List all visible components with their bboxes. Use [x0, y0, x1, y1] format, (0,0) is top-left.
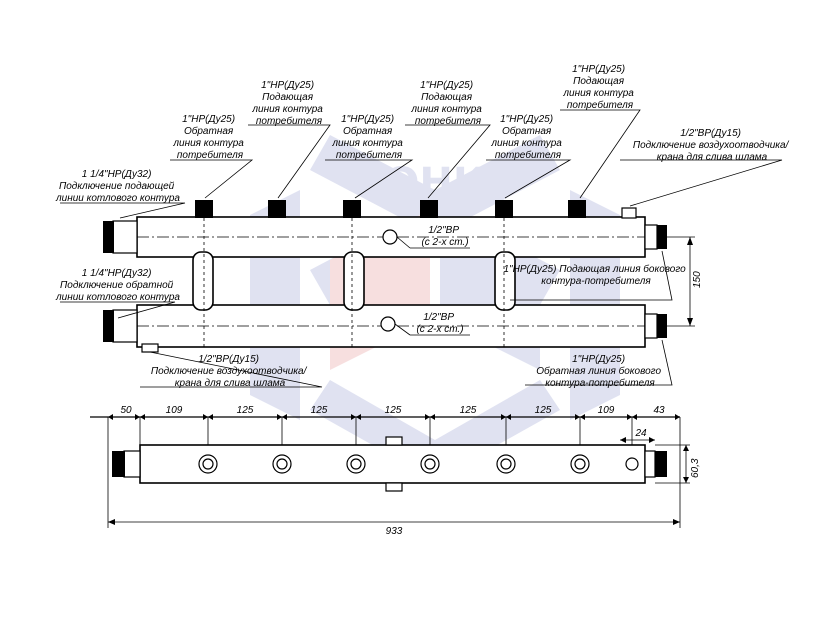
- label-line: линия контура: [410, 104, 482, 115]
- bypass-tubes: [192, 251, 516, 311]
- label-line: 1"НР(Ду25): [572, 64, 625, 75]
- label-line: (с 2-х ст.): [421, 237, 468, 248]
- label-line: 1"НР(Ду25): [341, 114, 394, 125]
- sensor-port-upper: [382, 229, 470, 249]
- label-line: Обратная: [343, 125, 393, 137]
- label-line: контура-потребителя: [545, 377, 655, 389]
- front-view: [90, 414, 690, 528]
- label-supply-1: 1"НР(Ду25) Подающая линия контура потреб…: [251, 80, 325, 127]
- label-line: 1"НР(Ду25): [572, 354, 625, 365]
- label-return-2: 1"НР(Ду25) Обратная линия контура потреб…: [331, 114, 405, 161]
- label-lower-left-inlet: 1 1/4"НР(Ду32) Подключение обратной лини…: [55, 268, 180, 303]
- label-line: Подключение подающей: [59, 181, 175, 192]
- left-inlet-upper: [103, 220, 138, 254]
- label-line: Подключение воздухоотводчика/: [151, 366, 308, 377]
- label-line: 1"НР(Ду25): [500, 114, 553, 125]
- label-line: 1 1/4"НР(Ду32): [82, 169, 152, 180]
- label-air-vent-top: 1/2"ВР(Ду15) Подключение воздухоотводчик…: [633, 128, 791, 163]
- label-line: линия контура: [251, 104, 323, 115]
- label-line: линии котлового контура: [55, 292, 180, 303]
- label-line: потребителя: [495, 149, 562, 161]
- label-line: Подающая: [421, 92, 473, 103]
- dim-spacing-9: 43: [653, 405, 665, 416]
- label-sensor-upper: 1/2"ВР (с 2-х ст.): [421, 225, 468, 248]
- label-line: 1"НР(Ду25): [261, 80, 314, 91]
- label-upper-left-inlet: 1 1/4"НР(Ду32) Подключение подающей лини…: [55, 169, 180, 204]
- dim-height: 60,3: [690, 458, 701, 478]
- dim-spacing-5: 125: [385, 405, 402, 416]
- label-line: Подключение воздухоотводчика/: [633, 140, 790, 151]
- label-line: линии котлового контура: [55, 193, 180, 204]
- dim-port: 24: [634, 428, 647, 439]
- dim-spacing-1: 50: [120, 405, 132, 416]
- top-outlets: [195, 200, 637, 350]
- vertical-dimension-150: [667, 236, 695, 327]
- label-line: 1"НР(Ду25) Подающая линия бокового: [503, 263, 686, 275]
- label-return-1: 1"НР(Ду25) Обратная линия контура потреб…: [172, 114, 246, 161]
- label-side-supply: 1"НР(Ду25) Подающая линия бокового конту…: [503, 263, 688, 287]
- label-line: 1"НР(Ду25): [420, 80, 473, 91]
- right-port-lower: [644, 313, 667, 339]
- watermark-text: ЭНКО: [390, 160, 520, 206]
- left-inlet-lower: [103, 309, 138, 343]
- label-line: 1/2"ВР: [423, 312, 454, 323]
- label-supply-2: 1"НР(Ду25) Подающая линия контура потреб…: [410, 80, 484, 127]
- label-line: (с 2-х ст.): [416, 324, 463, 335]
- label-line: 1 1/4"НР(Ду32): [82, 268, 152, 279]
- label-line: 1/2"ВР(Ду15): [198, 354, 259, 365]
- bottom-drain: [141, 343, 159, 353]
- label-line: Подающая: [573, 76, 625, 87]
- dim-spacing-4: 125: [311, 405, 328, 416]
- dim-spacing-6: 125: [460, 405, 477, 416]
- label-line: потребителя: [567, 99, 634, 111]
- label-line: контура-потребителя: [541, 275, 651, 287]
- sensor-port-lower: [380, 316, 470, 336]
- label-line: линия контура: [490, 138, 562, 149]
- dim-total: 933: [386, 526, 403, 537]
- dim-vertical: 150: [692, 271, 703, 288]
- label-line: линия контура: [331, 138, 403, 149]
- label-line: 1/2"ВР(Ду15): [680, 128, 741, 139]
- label-line: Обратная: [502, 125, 552, 137]
- label-side-return: 1"НР(Ду25) Обратная линия бокового конту…: [536, 354, 664, 389]
- label-line: линия контура: [172, 138, 244, 149]
- label-line: 1/2"ВР: [428, 225, 459, 236]
- label-return-3: 1"НР(Ду25) Обратная линия контура потреб…: [490, 114, 564, 161]
- label-line: Подключение обратной: [60, 279, 174, 291]
- label-line: крана для слива шлама: [657, 152, 768, 163]
- label-line: Обратная: [184, 125, 234, 137]
- dim-spacing-2: 109: [166, 405, 183, 416]
- label-line: крана для слива шлама: [175, 378, 286, 389]
- leader-lines: [60, 109, 783, 388]
- dim-spacing-7: 125: [535, 405, 552, 416]
- dim-spacing-8: 109: [598, 405, 615, 416]
- label-line: 1"НР(Ду25): [182, 114, 235, 125]
- label-air-vent-bottom: 1/2"ВР(Ду15) Подключение воздухоотводчик…: [151, 354, 309, 389]
- label-line: Обратная линия бокового: [536, 365, 661, 377]
- label-line: потребителя: [256, 115, 323, 127]
- label-line: Подающая: [262, 92, 314, 103]
- label-line: линия контура: [562, 88, 634, 99]
- label-sensor-lower: 1/2"ВР (с 2-х ст.): [416, 312, 463, 335]
- label-supply-3: 1"НР(Ду25) Подающая линия контура потреб…: [562, 64, 636, 111]
- label-line: потребителя: [336, 149, 403, 161]
- label-line: потребителя: [177, 149, 244, 161]
- dim-spacing-3: 125: [237, 405, 254, 416]
- right-port-upper: [644, 224, 667, 250]
- label-line: потребителя: [415, 115, 482, 127]
